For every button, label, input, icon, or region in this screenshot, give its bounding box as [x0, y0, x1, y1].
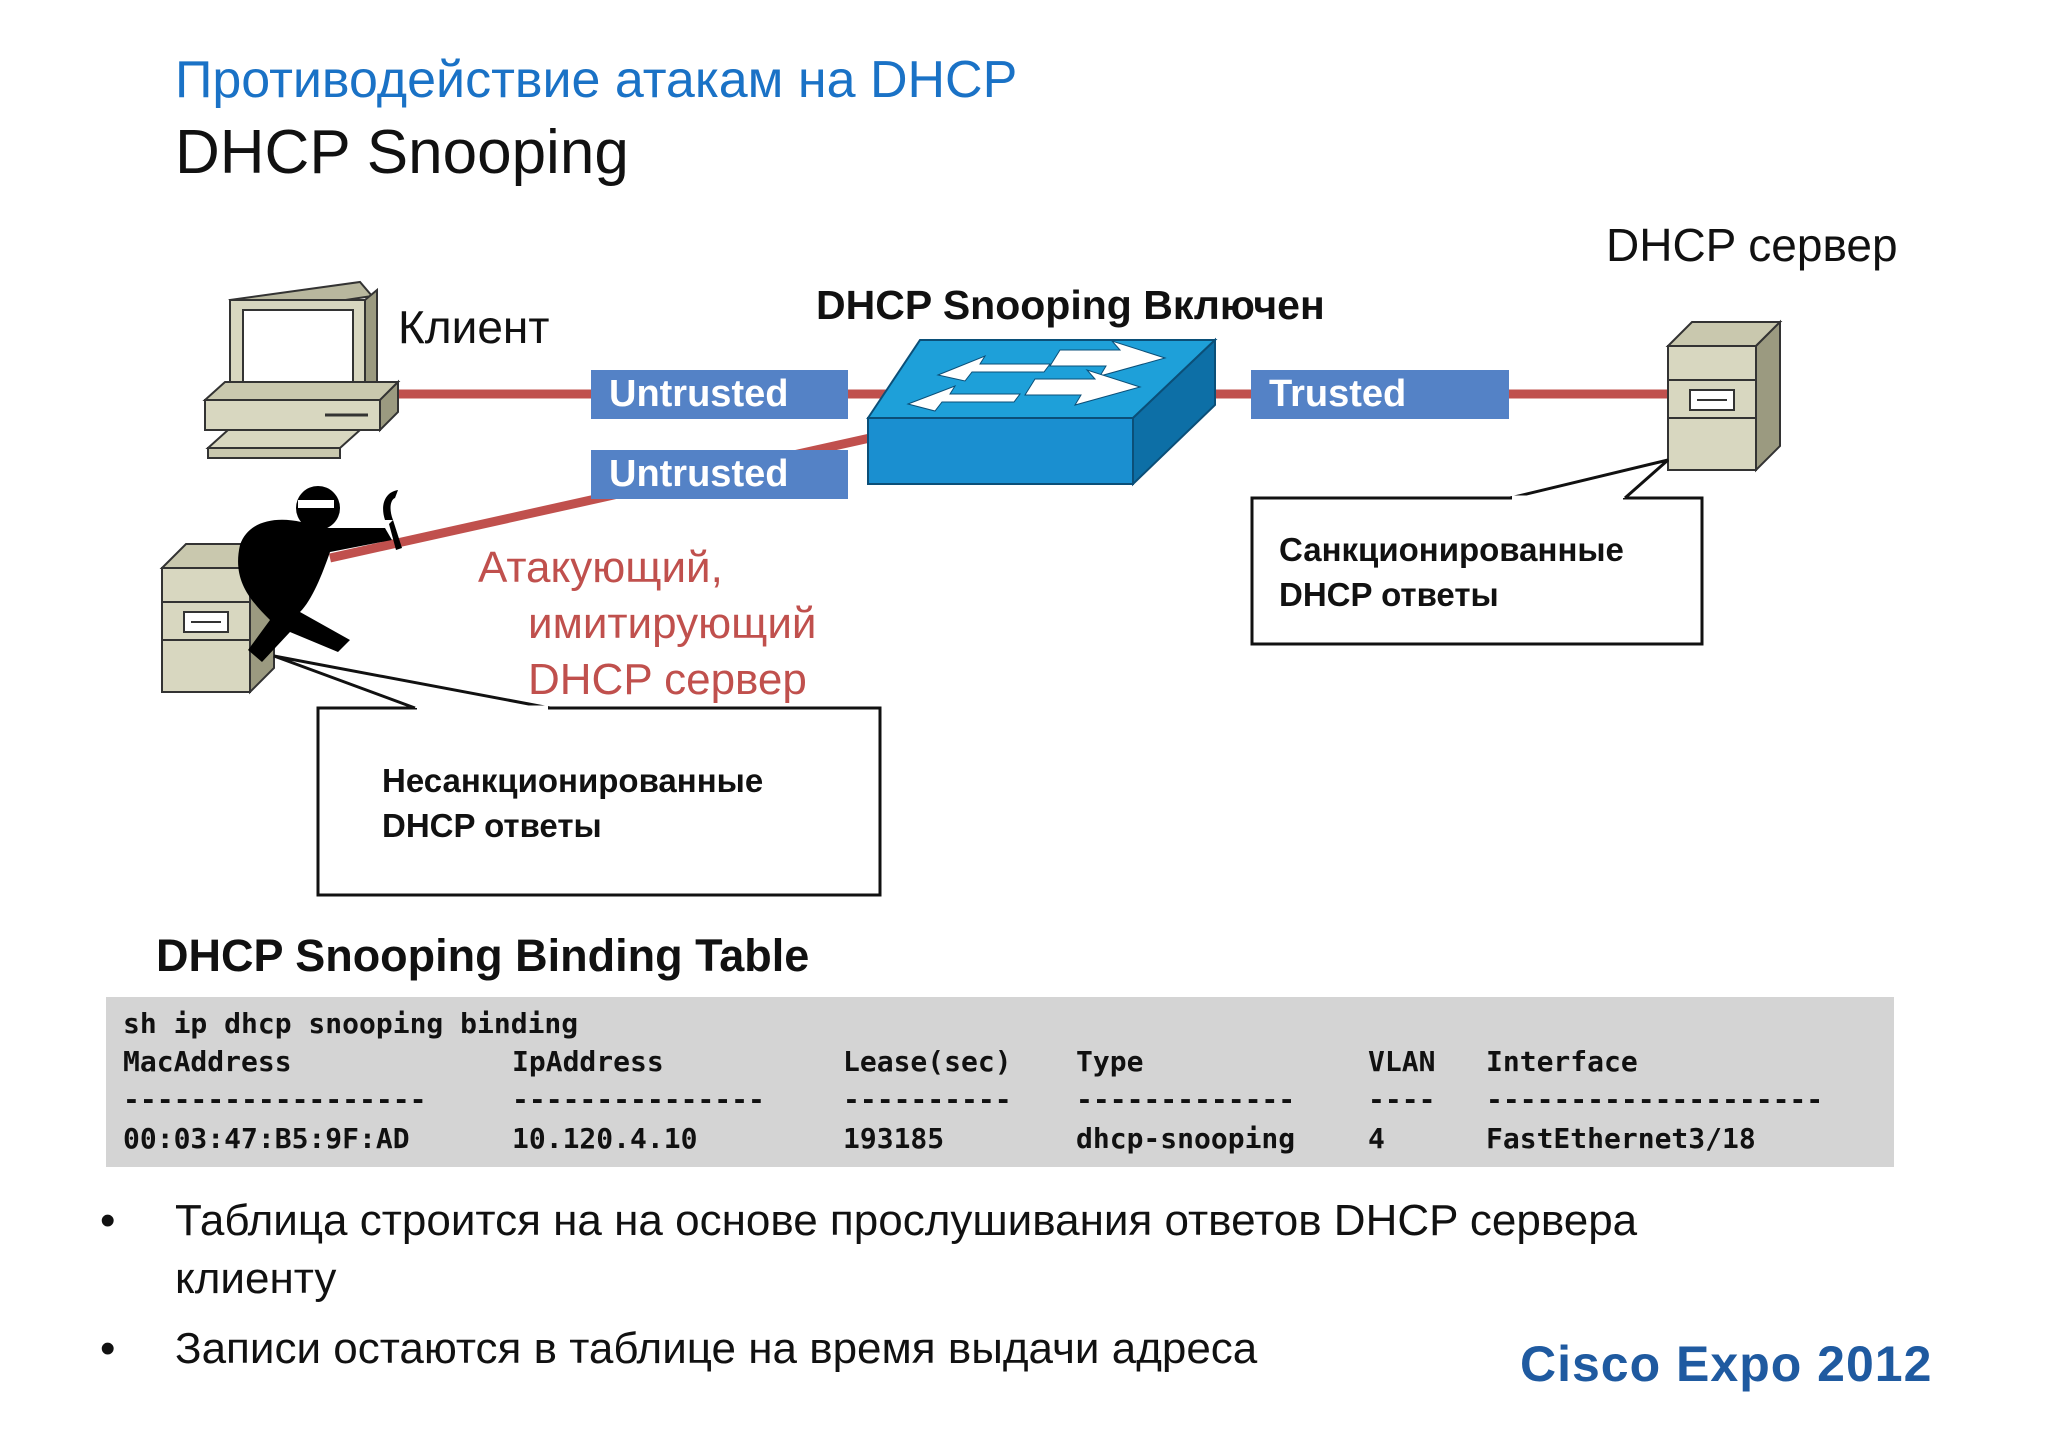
server-label: DHCP сервер [1606, 219, 1898, 271]
table-cell-ip: 10.120.4.10 [512, 1122, 698, 1155]
attacker-label-line: Атакующий, [478, 543, 723, 592]
callout-line: Санкционированные [1279, 531, 1624, 568]
table-cell-mac: 00:03:47:B5:9F:AD [123, 1122, 410, 1155]
bullet-text: Записи остаются в таблице на время выдач… [175, 1320, 1257, 1378]
port-tag-attacker: Untrusted [591, 450, 848, 499]
column-header-type: Type [1076, 1045, 1144, 1078]
attacker-label-line: DHCP сервер [528, 655, 807, 704]
switch-icon [866, 337, 1218, 487]
callout-unauthorized-text: Несанкционированные DHCP ответы [382, 758, 763, 848]
client-label: Клиент [398, 301, 550, 353]
bullet-line: клиенту [175, 1254, 337, 1303]
column-separator: ---------- [843, 1083, 1012, 1116]
binding-table-heading: DHCP Snooping Binding Table [156, 930, 810, 981]
bullet-line: Таблица строится на на основе прослушива… [175, 1196, 1638, 1245]
attacker-label-line: имитирующий [528, 599, 817, 648]
server-icon [1665, 319, 1783, 473]
callout-authorized-text: Санкционированные DHCP ответы [1279, 527, 1624, 617]
slide-subtitle: DHCP Snooping [175, 118, 629, 187]
computer-icon [202, 280, 401, 459]
column-header-vlan: VLAN [1368, 1045, 1436, 1078]
switch-label: DHCP Snooping Включен [816, 282, 1325, 328]
column-header-ip: IpAddress [512, 1045, 664, 1078]
cli-output-panel: sh ip dhcp snooping binding MacAddress I… [106, 997, 1894, 1167]
table-cell-lease: 193185 [843, 1122, 945, 1155]
column-separator: ------------- [1076, 1083, 1296, 1116]
column-separator: ---- [1368, 1083, 1436, 1116]
column-header-interface: Interface [1486, 1045, 1638, 1078]
table-cell-type: dhcp-snooping [1076, 1122, 1296, 1155]
callout-unauthorized-box [273, 654, 882, 897]
port-tag-server: Trusted [1251, 370, 1509, 419]
hacker-icon [238, 486, 402, 662]
column-separator: -------------------- [1486, 1083, 1824, 1116]
bullet-item: • Таблица строится на на основе прослуши… [100, 1192, 1900, 1312]
callout-authorized-box [1250, 458, 1704, 646]
callout-line: Несанкционированные [382, 762, 764, 799]
bullet-text: Таблица строится на на основе прослушива… [175, 1192, 1637, 1308]
bullet-marker: • [100, 1324, 116, 1373]
column-header-lease: Lease(sec) [843, 1045, 1012, 1078]
bullet-marker: • [100, 1196, 116, 1245]
column-header-mac: MacAddress [123, 1045, 292, 1078]
bullet-line: Записи остаются в таблице на время выдач… [175, 1324, 1258, 1373]
bullet-item: • Записи остаются в таблице на время выд… [100, 1320, 1500, 1380]
callout-line: DHCP ответы [382, 807, 602, 844]
table-cell-interface: FastEthernet3/18 [1486, 1122, 1756, 1155]
port-tag-client: Untrusted [591, 370, 848, 419]
column-separator: ------------------ [123, 1083, 427, 1116]
column-separator: --------------- [512, 1083, 765, 1116]
cisco-expo-logo: Cisco Expo 2012 [1520, 1336, 1933, 1392]
callout-line: DHCP ответы [1279, 576, 1499, 613]
cli-command: sh ip dhcp snooping binding [123, 1007, 579, 1040]
attacker-label: Атакующий, имитирующий DHCP сервер [478, 540, 816, 708]
table-cell-vlan: 4 [1368, 1122, 1385, 1155]
slide-title: Противодействие атакам на DHCP [175, 51, 1018, 109]
